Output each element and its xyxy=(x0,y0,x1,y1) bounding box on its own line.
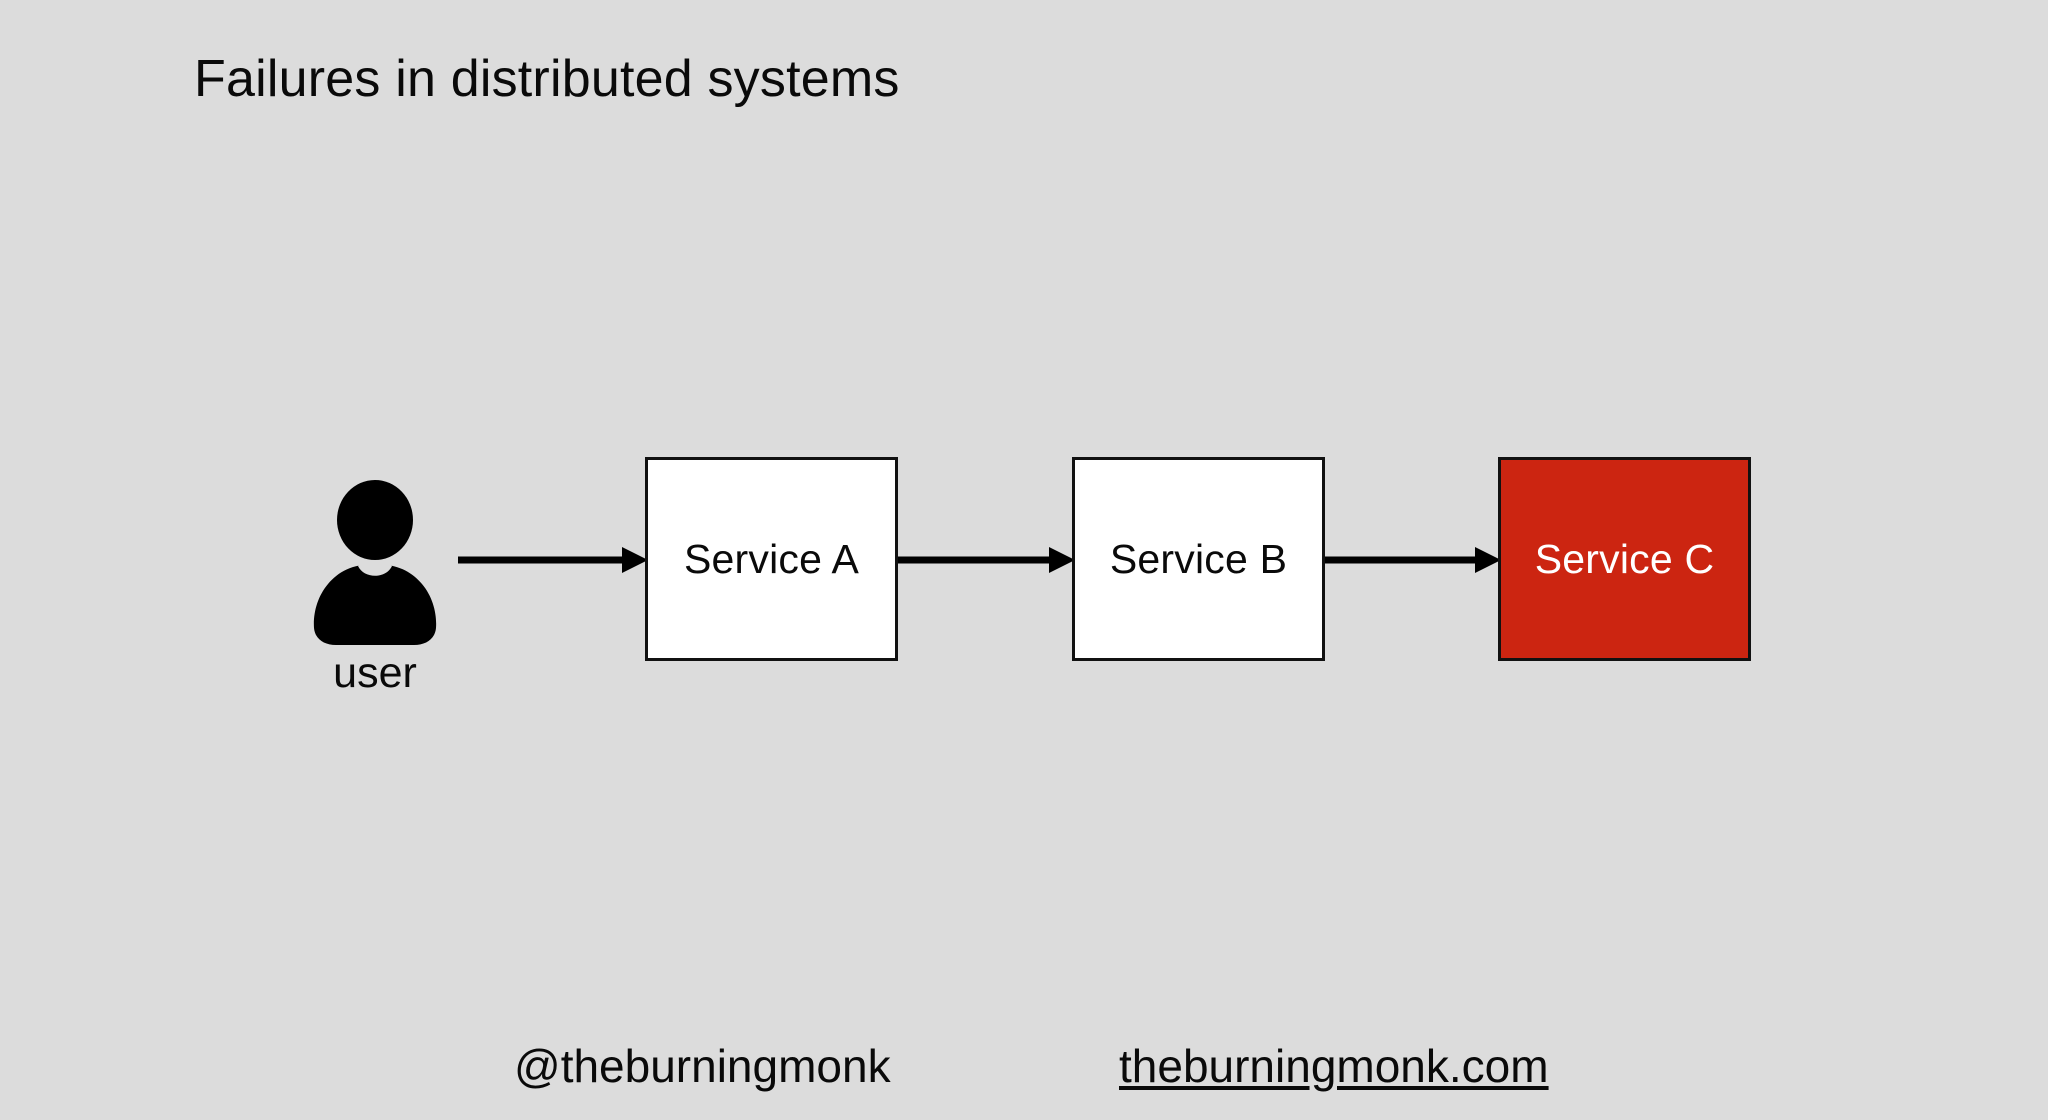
footer-social-handle: @theburningmonk xyxy=(514,1040,891,1092)
page-title: Failures in distributed systems xyxy=(194,50,900,108)
actor-user-label: user xyxy=(333,649,417,697)
node-service-a-label: Service A xyxy=(684,536,859,582)
node-service-b[interactable]: Service B xyxy=(1072,457,1325,661)
edge-service-a-to-service-b xyxy=(898,545,1075,575)
node-service-c[interactable]: Service C xyxy=(1498,457,1751,661)
edge-service-b-to-service-c xyxy=(1325,545,1501,575)
user-person-icon xyxy=(300,480,450,645)
node-service-a[interactable]: Service A xyxy=(645,457,898,661)
node-service-c-label: Service C xyxy=(1534,536,1715,582)
actor-user: user xyxy=(300,480,450,710)
footer-website-link[interactable]: theburningmonk.com xyxy=(1119,1040,1549,1092)
edge-user-to-service-a xyxy=(458,545,648,575)
node-service-b-label: Service B xyxy=(1109,536,1288,582)
